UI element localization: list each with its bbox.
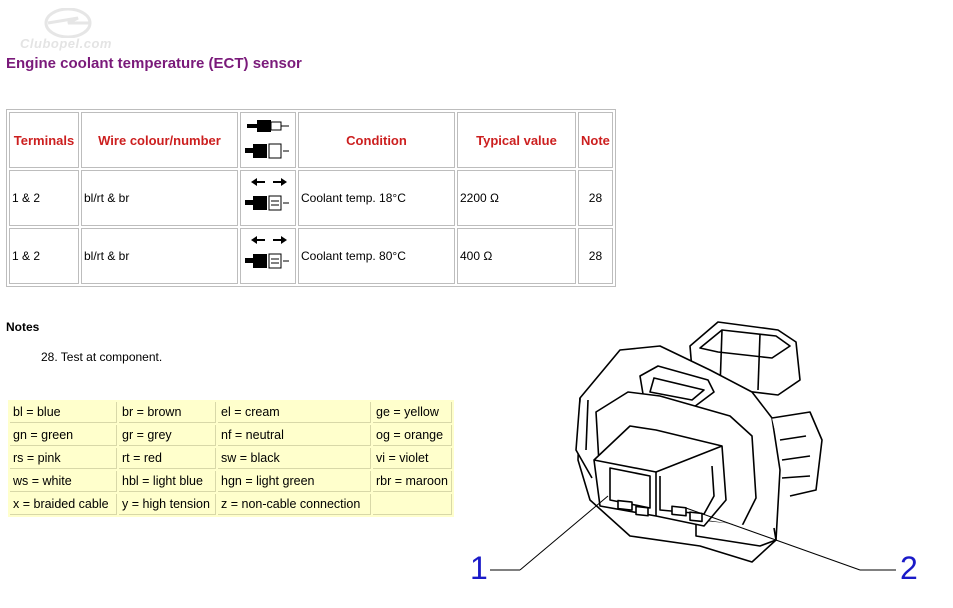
cell-icon	[240, 228, 296, 284]
site-logo: Clubopel.com	[18, 7, 118, 56]
legend-cell: x = braided cable	[10, 494, 117, 515]
legend-row: x = braided cable y = high tension z = n…	[10, 494, 452, 515]
legend-cell	[373, 494, 452, 515]
legend-cell: vi = violet	[373, 448, 452, 469]
legend-cell: hbl = light blue	[119, 471, 216, 492]
cell-condition: Coolant temp. 80°C	[298, 228, 455, 284]
legend-cell: nf = neutral	[218, 425, 371, 446]
legend-cell: bl = blue	[10, 402, 117, 423]
connector-drawing	[490, 321, 896, 571]
cell-note: 28	[578, 228, 613, 284]
cell-note: 28	[578, 170, 613, 226]
table-row: 1 & 2 bl/rt & br Coolant temp. 80°C 400 …	[9, 228, 613, 284]
cell-condition: Coolant temp. 18°C	[298, 170, 455, 226]
legend-cell: br = brown	[119, 402, 216, 423]
legend-cell: hgn = light green	[218, 471, 371, 492]
callout-label-2: 2	[900, 550, 918, 586]
legend-cell: el = cream	[218, 402, 371, 423]
legend-cell: rs = pink	[10, 448, 117, 469]
legend-cell: og = orange	[373, 425, 452, 446]
opel-logo-icon	[44, 7, 92, 39]
cell-terminals: 1 & 2	[9, 228, 79, 284]
table-header-row: Terminals Wire colour/number Condition T…	[9, 112, 613, 168]
legend-row: ws = white hbl = light blue hgn = light …	[10, 471, 452, 492]
cell-wire: bl/rt & br	[81, 170, 238, 226]
legend-cell: ws = white	[10, 471, 117, 492]
callout-label-1: 1	[470, 550, 488, 586]
legend-cell: gr = grey	[119, 425, 216, 446]
legend-cell: y = high tension	[119, 494, 216, 515]
legend-cell: z = non-cable connection	[218, 494, 371, 515]
cell-typical-value: 2200 Ω	[457, 170, 576, 226]
notes-heading: Notes	[6, 320, 40, 334]
cell-typical-value: 400 Ω	[457, 228, 576, 284]
connector-plug-icon	[245, 119, 289, 158]
cell-wire: bl/rt & br	[81, 228, 238, 284]
header-typical-value: Typical value	[457, 112, 576, 168]
header-icon-cell	[240, 112, 296, 168]
logo-text: Clubopel.com	[20, 36, 112, 51]
legend-row: bl = blue br = brown el = cream ge = yel…	[10, 402, 452, 423]
table-row: 1 & 2 bl/rt & br Coolant temp. 18°C 2200…	[9, 170, 613, 226]
header-condition: Condition	[298, 112, 455, 168]
legend-cell: gn = green	[10, 425, 117, 446]
cell-icon	[240, 170, 296, 226]
legend-cell: ge = yellow	[373, 402, 452, 423]
disconnect-probe-icon	[245, 177, 289, 210]
measurement-table: Terminals Wire colour/number Condition T…	[6, 109, 616, 287]
legend-cell: sw = black	[218, 448, 371, 469]
header-note: Note	[578, 112, 613, 168]
header-terminals: Terminals	[9, 112, 79, 168]
legend-row: gn = green gr = grey nf = neutral og = o…	[10, 425, 452, 446]
cell-terminals: 1 & 2	[9, 170, 79, 226]
legend-cell: rt = red	[119, 448, 216, 469]
connector-diagram: 1 2	[460, 300, 953, 603]
page-title: Engine coolant temperature (ECT) sensor	[6, 55, 302, 72]
wire-colour-legend: bl = blue br = brown el = cream ge = yel…	[8, 400, 454, 517]
legend-cell: rbr = maroon	[373, 471, 452, 492]
legend-row: rs = pink rt = red sw = black vi = viole…	[10, 448, 452, 469]
disconnect-probe-icon	[245, 235, 289, 268]
note-item: 28. Test at component.	[41, 350, 163, 364]
header-wire-colour: Wire colour/number	[81, 112, 238, 168]
